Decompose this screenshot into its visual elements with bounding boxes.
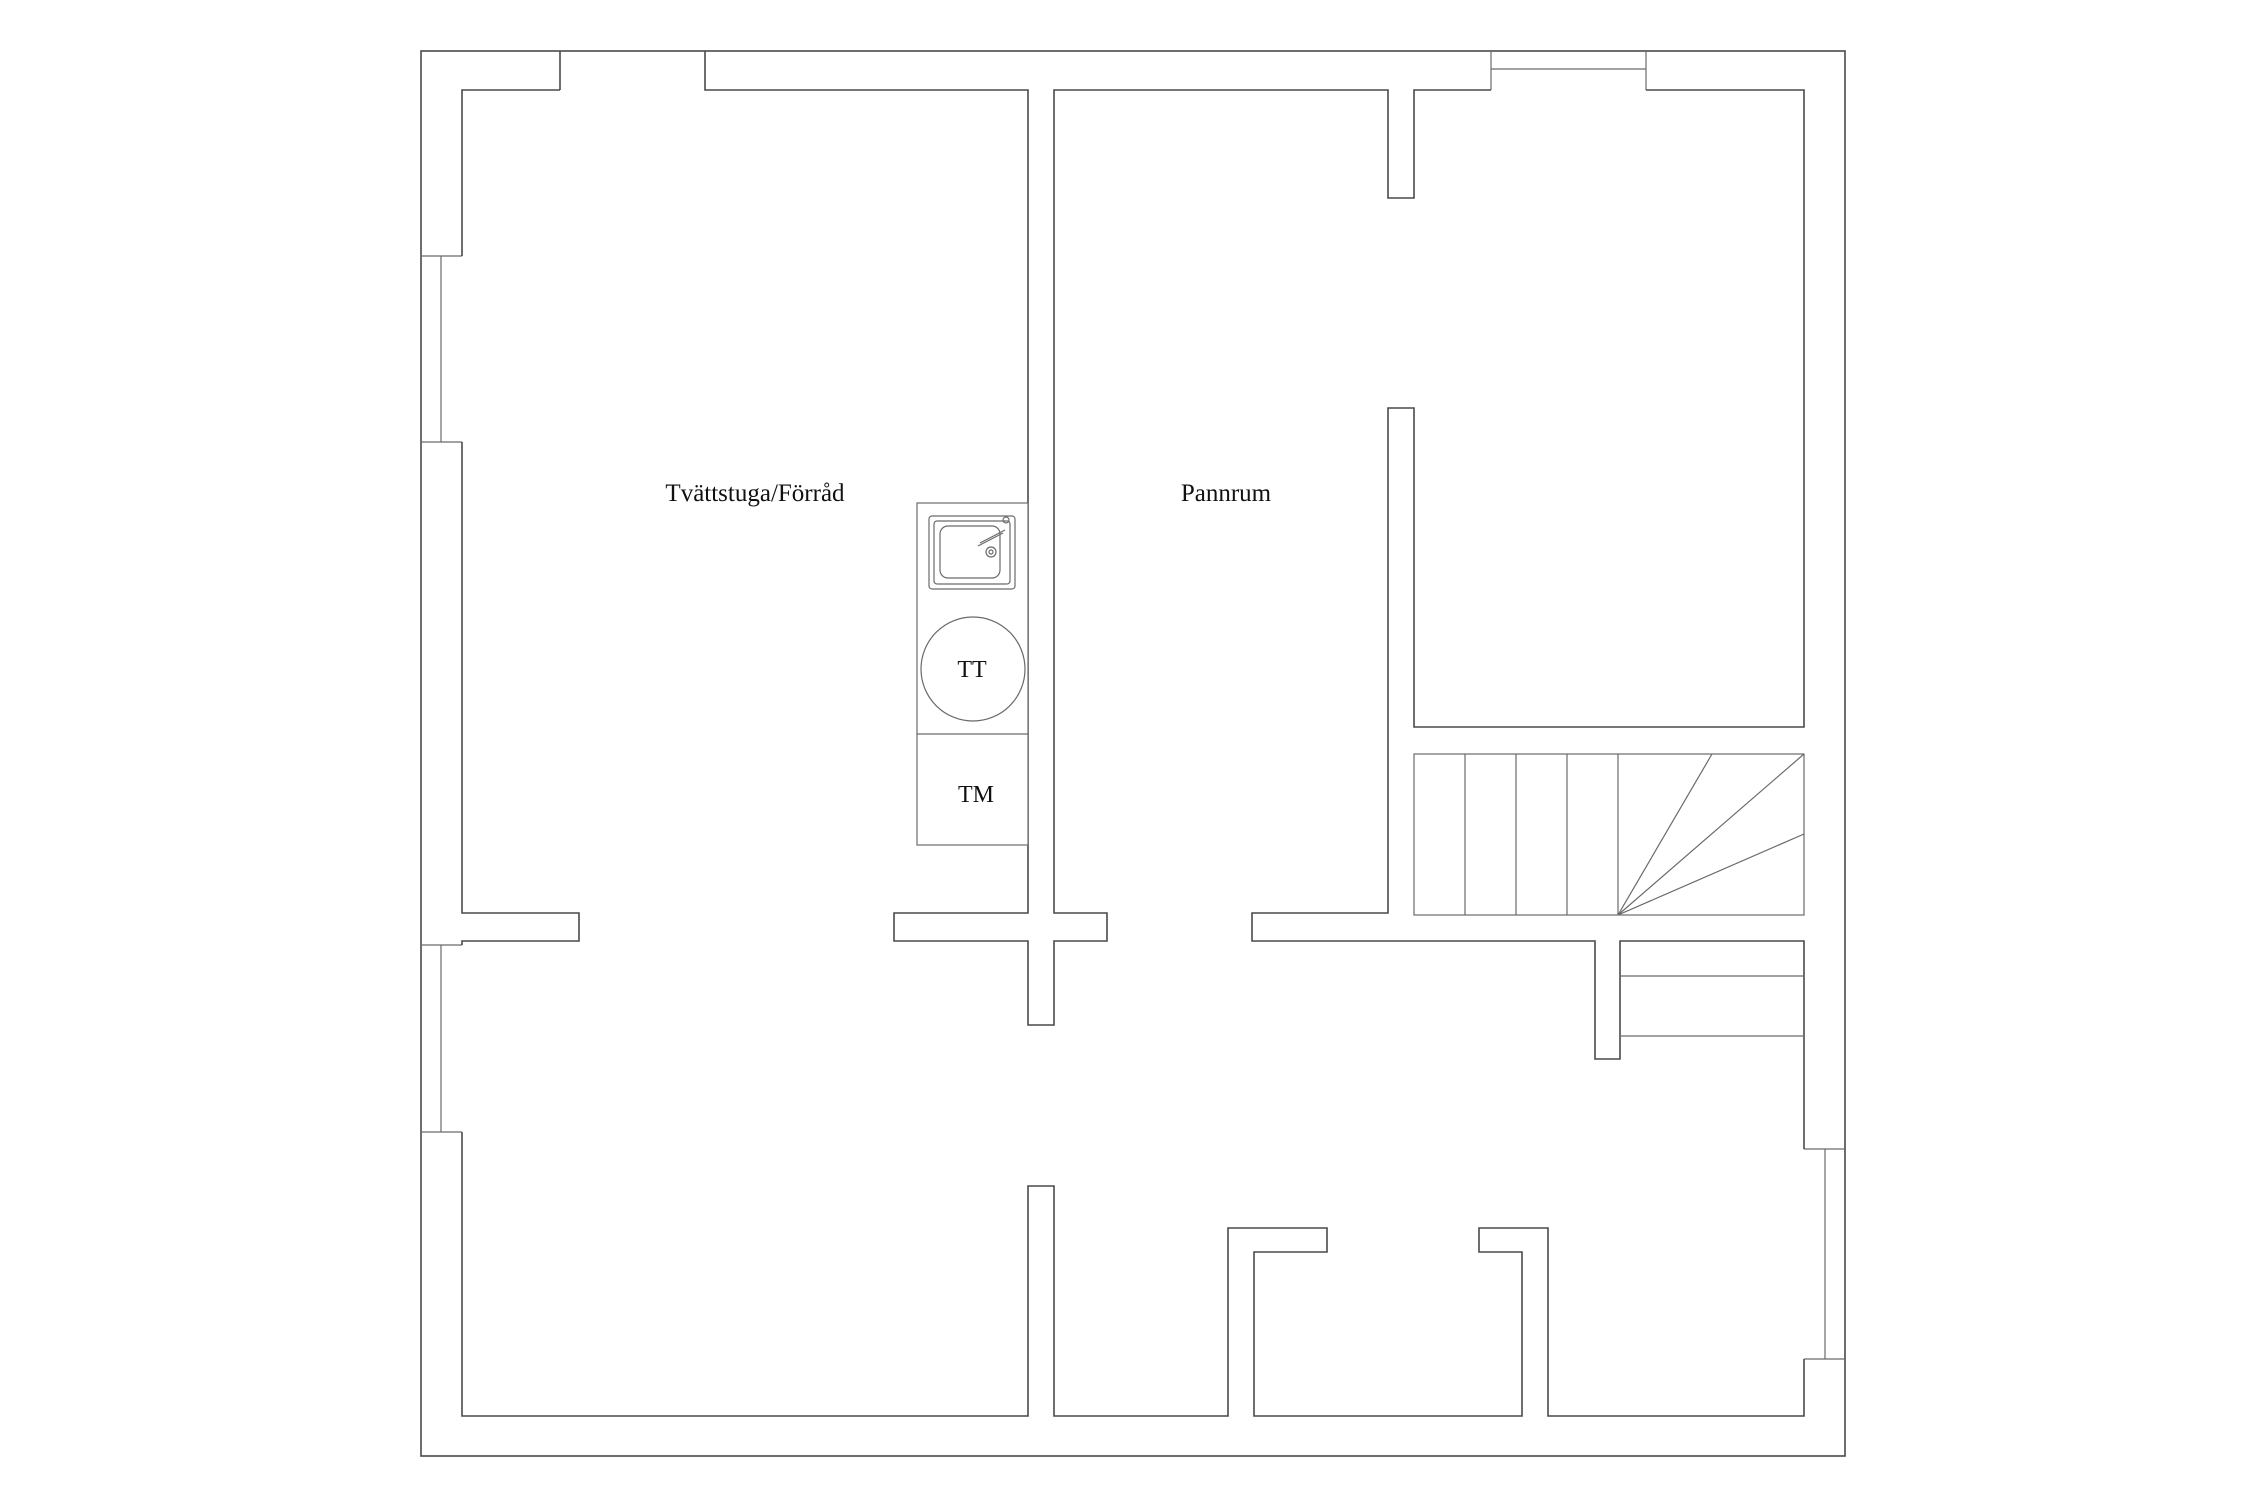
outer-wall [420, 50, 1846, 1457]
sink-icon [928, 515, 1016, 590]
washer: TM [958, 782, 994, 808]
window-top [1490, 51, 1647, 90]
room-laundry-walls [461, 51, 1805, 1417]
washer-label: TM [958, 782, 994, 808]
room-label-boiler: Pannrum [1181, 480, 1272, 507]
dryer-label: TT [957, 657, 987, 683]
staircase [1413, 753, 1805, 1037]
dryer: TT [920, 616, 1026, 722]
window-left-lower [421, 944, 462, 1133]
room-label-laundry: Tvättstuga/Förråd [665, 480, 845, 507]
window-left-upper [421, 255, 462, 443]
window-right [1804, 1148, 1845, 1360]
